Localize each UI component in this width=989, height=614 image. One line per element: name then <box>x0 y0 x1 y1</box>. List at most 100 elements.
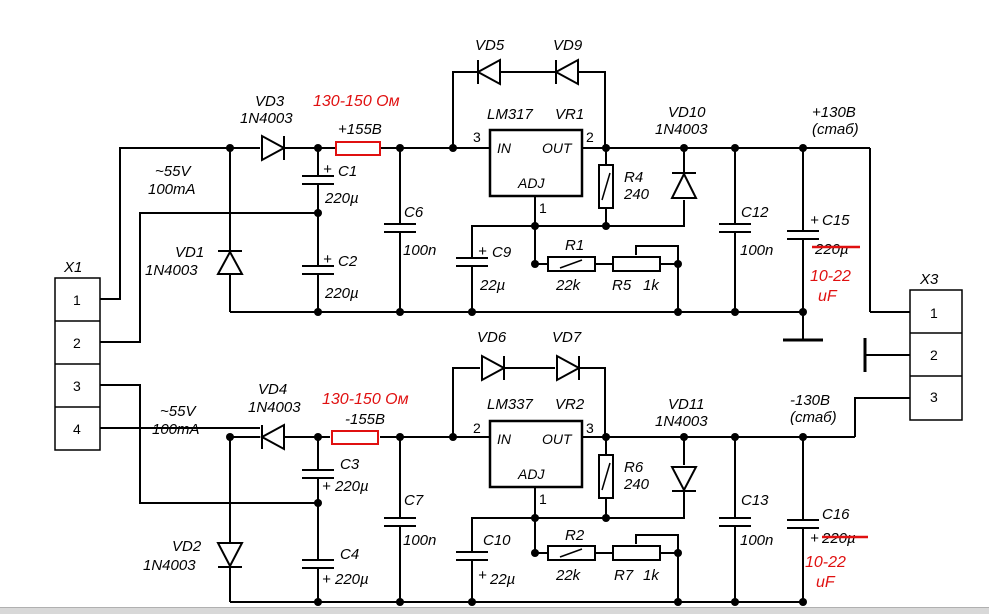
vd11-part: 1N4003 <box>655 413 708 430</box>
r4-name: R4 <box>624 169 643 186</box>
vd3-name: VD3 <box>255 93 285 110</box>
vr1-part: LM317 <box>487 106 534 123</box>
vd1-part: 1N4003 <box>145 262 198 279</box>
lower-ac-voltage: ~55V <box>160 403 197 420</box>
r6-name: R6 <box>624 459 644 476</box>
x1-pin-3: 3 <box>73 378 81 394</box>
c3-plus: + <box>322 478 331 495</box>
capacitor-c15: + C15 220µ 10-22 uF <box>787 212 860 305</box>
r1-name: R1 <box>565 237 584 254</box>
resistor-r1: R1 22k <box>547 237 596 294</box>
diode-vd7: VD7 <box>552 329 582 382</box>
c15-plus: + <box>810 212 819 229</box>
window-bottom-edge <box>0 607 989 614</box>
resistor-upper-added: 130-150 Ом +155B <box>313 93 400 156</box>
upper-ac-current: 100mA <box>148 181 196 198</box>
c4-plus: + <box>322 571 331 588</box>
c3-value: 220µ <box>334 478 369 495</box>
vd9-name: VD9 <box>553 37 583 54</box>
resistor-r6: R6 240 <box>598 454 650 499</box>
diode-vd5: VD5 <box>475 37 505 86</box>
c6-value: 100n <box>403 242 436 259</box>
diode-vd2: VD2 1N4003 <box>143 538 244 574</box>
vd4-name: VD4 <box>258 381 287 398</box>
c16-new-unit: uF <box>816 574 836 591</box>
resistor-upper-value: 130-150 Ом <box>313 93 400 110</box>
capacitor-c1: + C1 220µ <box>302 161 359 207</box>
c10-name: C10 <box>483 532 511 549</box>
diode-vd6: VD6 <box>477 329 507 382</box>
vr1-out: OUT <box>542 140 573 156</box>
vr2-pin-adj: 1 <box>539 491 547 507</box>
capacitor-c12: C12 100n <box>719 204 773 259</box>
vd4-part: 1N4003 <box>248 399 301 416</box>
vr2-adj: ADJ <box>517 466 545 482</box>
x3-pin-1: 1 <box>930 305 938 321</box>
c13-value: 100n <box>740 532 773 549</box>
c7-name: C7 <box>404 492 424 509</box>
lower-output-label: -130B <box>790 392 830 409</box>
x3-pin-3: 3 <box>930 389 938 405</box>
lower-ac-current: 100mA <box>152 421 200 438</box>
diode-vd3: VD3 1N4003 <box>240 93 293 162</box>
c16-value: 220µ <box>821 530 856 547</box>
vr2-pin-in: 2 <box>473 420 481 436</box>
c3-name: C3 <box>340 456 360 473</box>
vd7-name: VD7 <box>552 329 582 346</box>
capacitor-c4: C4 + 220µ <box>302 546 369 588</box>
vd10-name: VD10 <box>668 104 706 121</box>
c10-value: 22µ <box>489 571 515 588</box>
resistor-lower-value: 130-150 Ом <box>322 391 409 408</box>
capacitor-c16: C16 + 220µ 10-22 uF <box>787 506 868 591</box>
capacitor-c7: C7 100n <box>384 492 436 549</box>
capacitor-c10: C10 + 22µ <box>456 532 515 588</box>
vd1-name: VD1 <box>175 244 204 261</box>
regulator-vr1: LM317 VR1 IN OUT ADJ 3 2 1 <box>473 106 594 216</box>
resistor-r4: R4 240 <box>598 164 650 209</box>
diode-vd10: VD10 1N4003 <box>655 104 708 199</box>
c15-new-value: 10-22 <box>810 268 851 285</box>
vd10-part: 1N4003 <box>655 121 708 138</box>
r7-name: R7 <box>614 567 634 584</box>
vr1-pin-out: 2 <box>586 129 594 145</box>
vr1-adj: ADJ <box>517 175 545 191</box>
r6-value: 240 <box>623 476 650 493</box>
c2-name: C2 <box>338 253 358 270</box>
r1-value: 22k <box>555 277 582 294</box>
x1-pin-4: 4 <box>73 421 81 437</box>
vr2-out: OUT <box>542 431 573 447</box>
connector-x3: X3 1 2 3 <box>909 271 963 421</box>
capacitor-c9: + C9 22µ <box>456 243 512 294</box>
resistor-r7: R7 1k <box>612 545 661 584</box>
c2-plus: + <box>323 251 332 268</box>
r7-value: 1k <box>643 567 660 584</box>
c1-name: C1 <box>338 163 357 180</box>
vr1-name: VR1 <box>555 106 584 123</box>
vd5-name: VD5 <box>475 37 505 54</box>
x1-name: X1 <box>63 259 82 276</box>
upper-output-label: +130B <box>812 104 856 121</box>
c15-name: C15 <box>822 212 850 229</box>
c1-plus: + <box>323 161 332 178</box>
vr1-in: IN <box>497 140 512 156</box>
c2-value: 220µ <box>324 285 359 302</box>
vd2-name: VD2 <box>172 538 202 555</box>
junction-dots <box>226 144 807 606</box>
c7-value: 100n <box>403 532 436 549</box>
diode-vd1: VD1 1N4003 <box>145 244 244 279</box>
vd3-part: 1N4003 <box>240 110 293 127</box>
diode-vd11: VD11 1N4003 <box>655 396 708 493</box>
c13-name: C13 <box>741 492 769 509</box>
c16-plus: + <box>810 530 819 547</box>
c10-plus: + <box>478 567 487 584</box>
vd6-name: VD6 <box>477 329 507 346</box>
vd11-name: VD11 <box>668 396 704 413</box>
c9-name: C9 <box>492 244 512 261</box>
c4-name: C4 <box>340 546 359 563</box>
diode-vd4: VD4 1N4003 <box>248 381 301 451</box>
vd2-part: 1N4003 <box>143 557 196 574</box>
c16-new-value: 10-22 <box>805 554 846 571</box>
resistor-r2: R2 22k <box>547 527 596 584</box>
c12-name: C12 <box>741 204 769 221</box>
c16-name: C16 <box>822 506 850 523</box>
